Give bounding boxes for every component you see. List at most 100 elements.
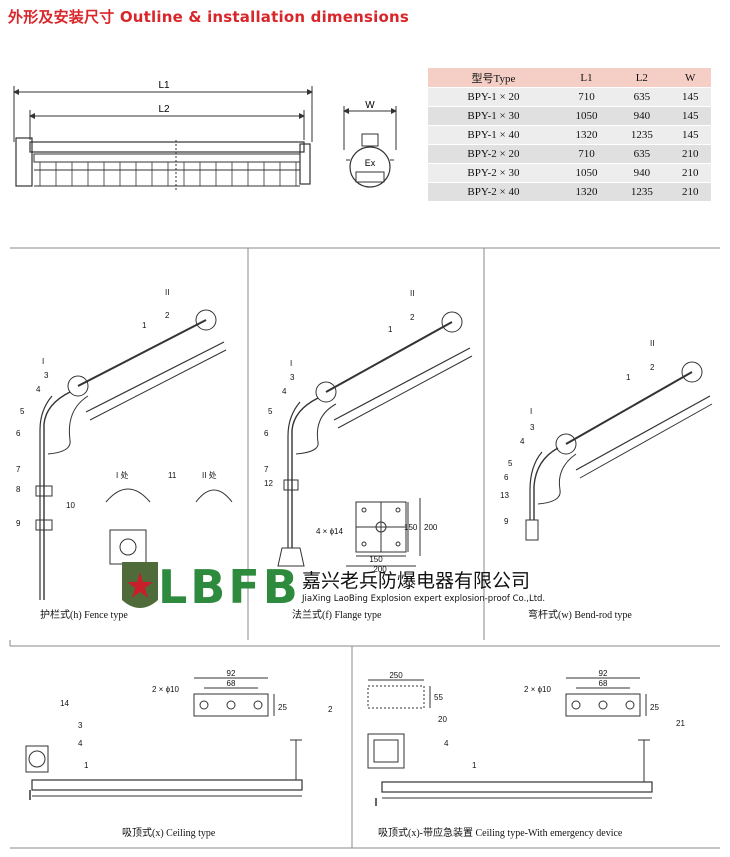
svg-text:1: 1	[388, 325, 393, 334]
outline-side-view	[13, 86, 313, 190]
svg-text:20: 20	[438, 715, 447, 724]
page-title: 外形及安装尺寸 Outline & installation dimension…	[8, 8, 409, 26]
cell-l2: 940	[614, 106, 670, 126]
svg-text:4: 4	[36, 385, 41, 394]
svg-text:2: 2	[165, 311, 170, 320]
bend-rod-caption: 弯杆式(w) Bend-rod type	[528, 610, 632, 621]
cell-w: 210	[669, 144, 711, 164]
svg-text:5: 5	[268, 407, 273, 416]
svg-text:I: I	[530, 407, 532, 416]
cell-type: BPY-1 × 30	[428, 106, 559, 126]
cell-l1: 1320	[558, 125, 615, 145]
emergency-dim-92: 92	[599, 669, 608, 678]
svg-text:21: 21	[676, 719, 685, 728]
spec-table-header: 型号Type L1 L2 W	[428, 68, 711, 88]
flange-dim-150a: 150	[369, 555, 383, 564]
cell-l1: 1320	[558, 182, 615, 201]
svg-text:II: II	[650, 339, 654, 348]
fence-caption: 护栏式(h) Fence type	[40, 610, 128, 621]
ceiling-dim-92: 92	[227, 669, 236, 678]
company-watermark: LBFB 嘉兴老兵防爆电器有限公司 JiaXing LaoBing Explos…	[118, 560, 598, 620]
svg-text:I: I	[42, 357, 44, 366]
svg-text:4: 4	[520, 437, 525, 446]
outline-end-view	[343, 106, 397, 188]
cell-l2: 635	[614, 87, 670, 107]
svg-text:13: 13	[500, 491, 509, 500]
svg-text:II: II	[165, 288, 169, 297]
company-logo: LBFB	[158, 560, 301, 614]
cell-l1: 710	[558, 144, 615, 164]
cell-l1: 710	[558, 87, 615, 107]
cell-type: BPY-2 × 30	[428, 163, 559, 183]
flange-dim-150b: 150	[404, 523, 418, 532]
svg-text:9: 9	[16, 519, 21, 528]
emergency-dim-68: 68	[599, 679, 608, 688]
svg-text:3: 3	[44, 371, 49, 380]
svg-text:8: 8	[16, 485, 21, 494]
svg-text:1: 1	[84, 761, 89, 770]
ceiling-caption: 吸顶式(x) Ceiling type	[122, 828, 216, 839]
svg-text:11: 11	[168, 471, 177, 480]
cell-type: BPY-2 × 20	[428, 144, 559, 164]
ceiling-emergency-callouts: 20 4 1 21	[438, 715, 685, 770]
cell-w: 145	[669, 125, 711, 145]
svg-text:6: 6	[504, 473, 509, 482]
svg-text:7: 7	[16, 465, 21, 474]
outline-fins	[39, 162, 297, 186]
svg-text:5: 5	[20, 407, 25, 416]
svg-text:6: 6	[264, 429, 269, 438]
cell-type: BPY-1 × 40	[428, 125, 559, 145]
svg-text:4: 4	[444, 739, 449, 748]
cell-w: 210	[669, 182, 711, 201]
svg-text:6: 6	[16, 429, 21, 438]
svg-text:1: 1	[626, 373, 631, 382]
flange-type-drawing	[277, 311, 473, 567]
flange-hole-label: 4 × ϕ14	[316, 527, 343, 536]
detail-II-label: II 处	[202, 470, 217, 480]
svg-text:4: 4	[282, 387, 287, 396]
flange-caption: 法兰式(f) Flange type	[292, 610, 382, 621]
cell-w: 210	[669, 163, 711, 183]
svg-text:II: II	[410, 289, 414, 298]
svg-text:1: 1	[472, 761, 477, 770]
svg-text:3: 3	[290, 373, 295, 382]
ceiling-emergency-caption: 吸顶式(x)-带应急装置 Ceiling type-With emergency…	[378, 828, 623, 839]
svg-text:12: 12	[264, 479, 273, 488]
svg-text:2: 2	[410, 313, 415, 322]
cell-l2: 940	[614, 163, 670, 183]
col-w: W	[669, 68, 711, 88]
company-name-en: JiaXing LaoBing Explosion expert explosi…	[302, 594, 546, 604]
company-name-cn: 嘉兴老兵防爆电器有限公司	[302, 570, 531, 592]
emergency-dim-250: 250	[389, 671, 403, 680]
svg-text:10: 10	[66, 501, 75, 510]
svg-text:2: 2	[650, 363, 655, 372]
fence-callouts: II 2 1 I34 5 6 7 8 9 10 11	[16, 288, 177, 528]
bend-rod-type-drawing	[525, 361, 713, 541]
cell-l1: 1050	[558, 106, 615, 126]
svg-text:14: 14	[60, 699, 69, 708]
ceiling-hole-label: 2 × ϕ10	[152, 685, 179, 694]
cell-l2: 635	[614, 144, 670, 164]
l2-label: L2	[158, 104, 170, 115]
svg-text:7: 7	[264, 465, 269, 474]
svg-text:2: 2	[328, 705, 333, 714]
svg-text:4: 4	[78, 739, 83, 748]
col-l1: L1	[558, 68, 615, 88]
ceiling-dim-25: 25	[278, 703, 287, 712]
flange-dim-200b: 200	[424, 523, 438, 532]
cell-w: 145	[669, 106, 711, 126]
svg-text:3: 3	[530, 423, 535, 432]
svg-text:1: 1	[142, 321, 147, 330]
ceiling-emergency-drawing	[367, 677, 653, 806]
cell-l1: 1050	[558, 163, 615, 183]
army-star-logo-icon	[122, 562, 158, 608]
ceiling-type-drawing	[25, 677, 303, 800]
ex-label: Ex	[365, 158, 376, 168]
